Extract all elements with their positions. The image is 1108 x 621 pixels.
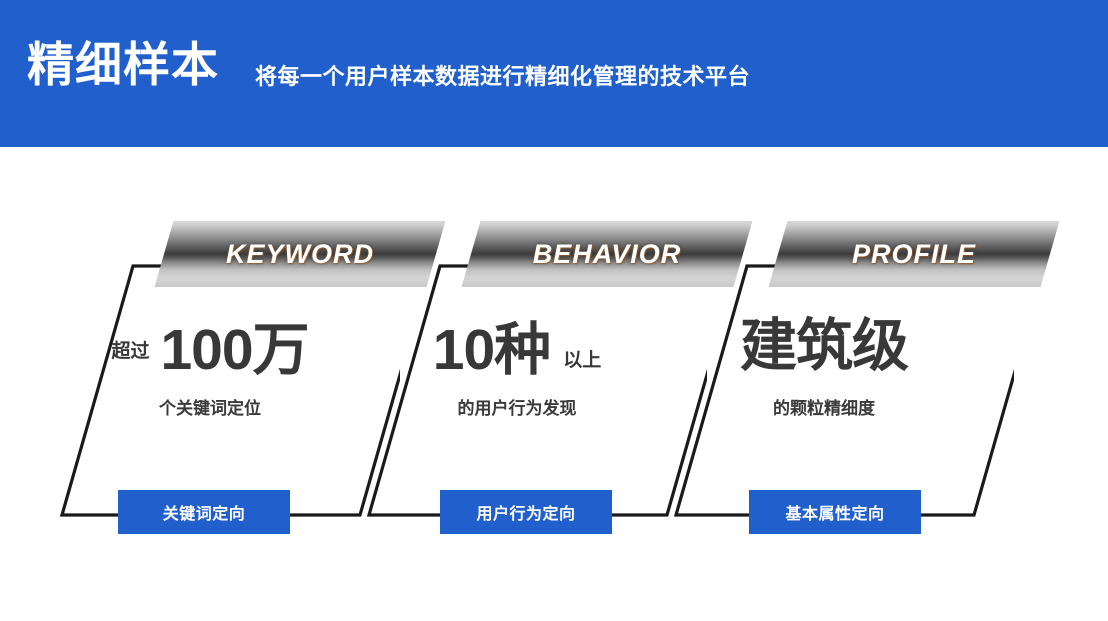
card-action-button[interactable]: 用户行为定向 xyxy=(440,490,612,534)
stat-prefix: 超过 xyxy=(111,341,150,362)
card-caption: 的用户行为发现 xyxy=(457,399,577,418)
page-title: 精细样本 xyxy=(27,38,219,91)
stat-value: 100万 xyxy=(160,318,309,382)
card-action-button[interactable]: 关键词定向 xyxy=(118,490,290,534)
stat-value: 建筑级 xyxy=(740,314,909,378)
card-statistic: 建筑级 xyxy=(634,318,1014,375)
card-statistic: 10种 以上 xyxy=(327,322,707,379)
card-caption: 个关键词定位 xyxy=(159,399,261,418)
header-banner: 精细样本 将每一个用户样本数据进行精细化管理的技术平台 xyxy=(0,0,1108,147)
card-action-button[interactable]: 基本属性定向 xyxy=(749,490,921,534)
stat-suffix: 以上 xyxy=(563,350,602,371)
card-caption: 的颗粒精细度 xyxy=(773,399,875,418)
page-subtitle: 将每一个用户样本数据进行精细化管理的技术平台 xyxy=(255,64,751,89)
feature-card-profile[interactable]: PROFILE 建筑级 的颗粒精细度 基本属性定向 xyxy=(634,0,1060,621)
card-tab-banner xyxy=(768,221,1060,287)
stat-value: 10种 xyxy=(432,318,551,382)
card-statistic: 超过 100万 xyxy=(20,322,400,379)
